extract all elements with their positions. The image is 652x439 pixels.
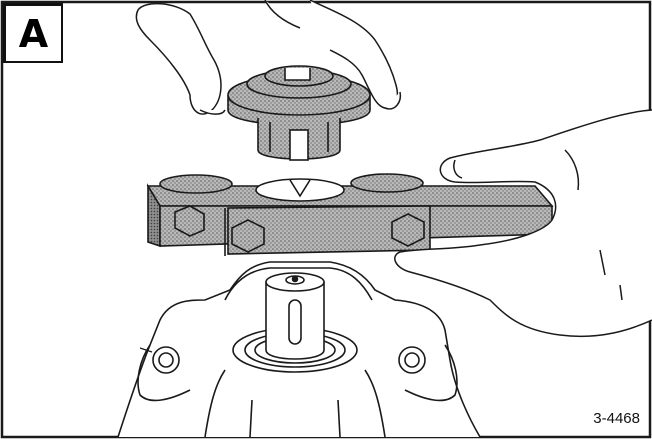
holding-fixture [146, 173, 554, 256]
leader-line [139, 347, 153, 353]
figure-number: 3-4468 [593, 410, 640, 427]
upper-hands [135, 0, 402, 115]
right-hand [394, 109, 652, 338]
panel-label: A [3, 3, 63, 63]
shaft-adapter [227, 65, 371, 161]
output-shaft [265, 272, 325, 360]
